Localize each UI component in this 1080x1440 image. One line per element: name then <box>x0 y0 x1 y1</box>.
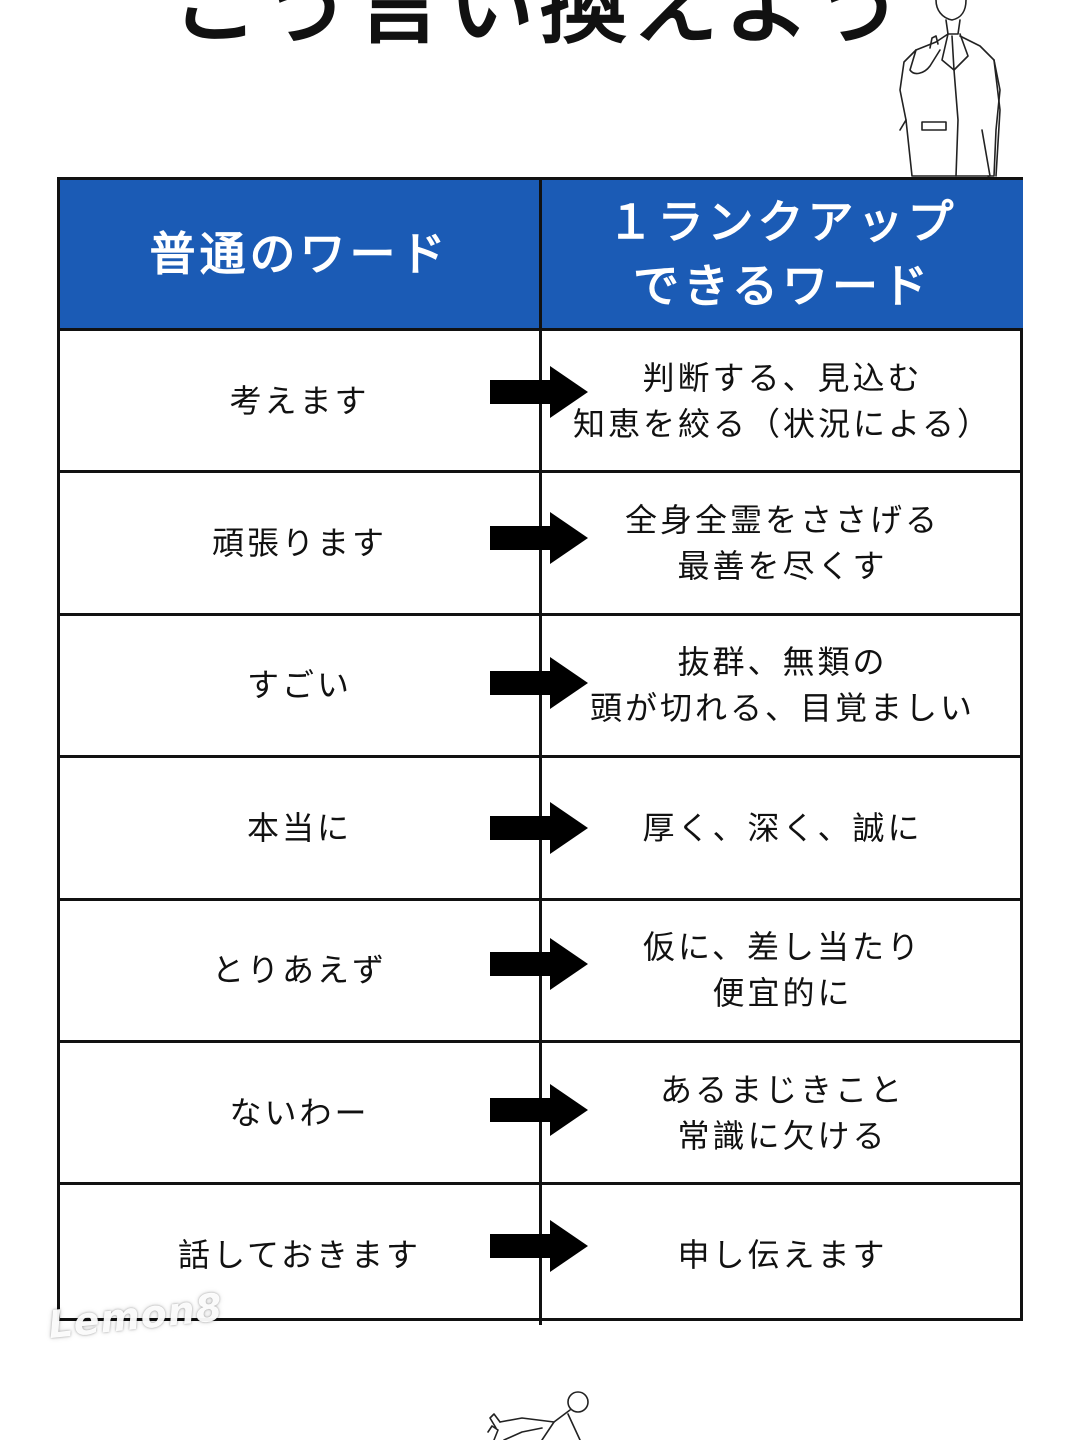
right-arrow-icon <box>490 802 588 854</box>
right-arrow-icon <box>490 938 588 990</box>
upgrade-word-line1: 抜群、無類の <box>677 643 888 682</box>
upgrade-word-line2: 常識に欠ける <box>677 1116 888 1155</box>
person-cheering-illustration <box>487 1391 589 1440</box>
upgrade-word-cell: 抜群、無類の 頭が切れる、目覚ましい <box>542 612 1023 755</box>
right-arrow-icon <box>490 512 588 564</box>
normal-word-cell: すごい <box>60 612 542 756</box>
upgrade-word-line1: 判断する、見込む <box>642 358 923 397</box>
upgrade-word-cell: あるまじきこと 常識に欠ける <box>542 1039 1023 1182</box>
header-upgrade-line1: １ランクアップ <box>607 195 958 249</box>
right-arrow-icon <box>490 1220 588 1272</box>
upgrade-word-cell: 申し伝えます <box>542 1182 1023 1324</box>
header-normal-words: 普通のワード <box>60 180 542 328</box>
upgrade-word-cell: 全身全霊をささげる 最善を尽くす <box>542 470 1023 612</box>
upgrade-word-line1: 仮に、差し当たり <box>642 928 923 967</box>
header-upgrade-words: １ランクアップ できるワード <box>542 180 1023 328</box>
upgrade-word-line2: 便宜的に <box>712 974 853 1013</box>
businessman-pointing-illustration <box>899 0 1003 187</box>
upgrade-word-line2: 頭が切れる、目覚ましい <box>589 689 975 728</box>
upgrade-word-line1: 厚く、深く、誠に <box>642 808 923 847</box>
normal-word-cell: 本当に <box>60 755 542 898</box>
upgrade-word-line1: あるまじきこと <box>659 1070 905 1109</box>
upgrade-word-line2: 最善を尽くす <box>677 547 888 586</box>
upgrade-word-cell: 判断する、見込む 知恵を絞る（状況による） <box>542 328 1023 470</box>
normal-word-cell: 考えます <box>60 328 542 471</box>
normal-word-cell: ないわー <box>60 1039 542 1183</box>
header-upgrade-line2: できるワード <box>632 259 933 313</box>
upgrade-word-line1: 申し伝えます <box>677 1236 888 1275</box>
page-title: こう言い換えよう <box>172 0 908 56</box>
upgrade-word-cell: 厚く、深く、誠に <box>542 755 1023 897</box>
rephrase-table: 普通のワード １ランクアップ できるワード 考えます 判断する、見込む 知恵を絞… <box>57 177 1023 1325</box>
right-arrow-icon <box>490 657 588 709</box>
normal-word-cell: 話しておきます <box>60 1182 542 1325</box>
upgrade-word-line1: 全身全霊をささげる <box>624 501 940 540</box>
normal-word-cell: とりあえず <box>60 897 542 1040</box>
upgrade-word-cell: 仮に、差し当たり 便宜的に <box>542 897 1023 1040</box>
normal-word-cell: 頑張ります <box>60 470 542 613</box>
right-arrow-icon <box>490 1084 588 1136</box>
upgrade-word-line2: 知恵を絞る（状況による） <box>572 404 993 443</box>
right-arrow-icon <box>490 366 588 418</box>
